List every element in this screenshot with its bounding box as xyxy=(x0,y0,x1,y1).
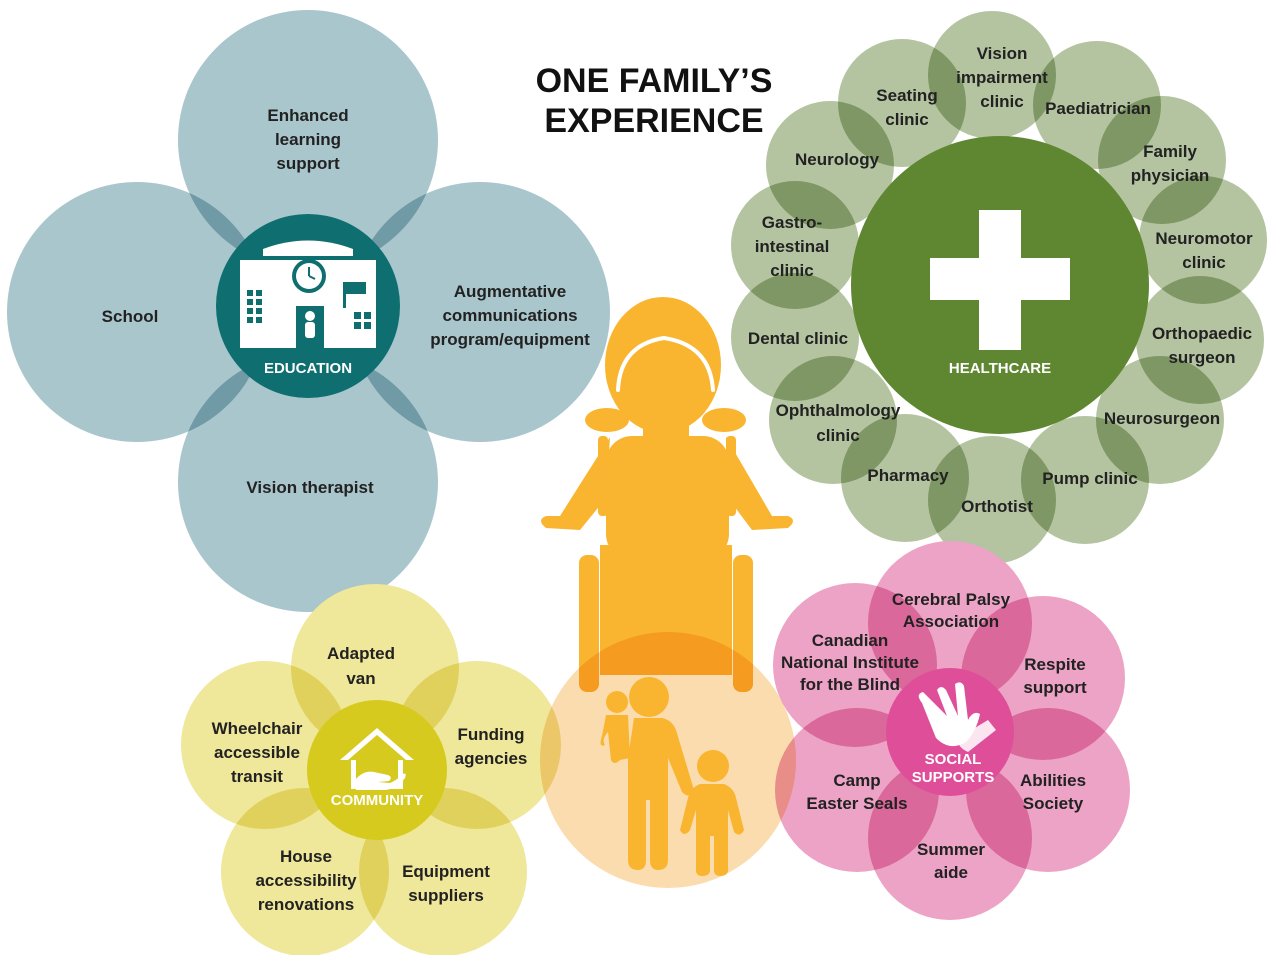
healthcare-petal-label-10: Dental clinic xyxy=(748,329,848,348)
house-hand-icon xyxy=(340,728,414,790)
school-building-icon xyxy=(240,240,376,348)
education-petal-label-3: School xyxy=(102,307,159,326)
education-petal-enhanced-learning xyxy=(178,10,438,270)
education-petal-augmentative xyxy=(350,182,610,442)
healthcare-petal-label-8: Pharmacy xyxy=(867,466,949,485)
community-petal-wheelchair-transit xyxy=(181,661,349,829)
healthcare-petal-neuromotor xyxy=(1139,176,1267,304)
healthcare-petal-label-1: Paediatrician xyxy=(1045,99,1151,118)
helping-hands-icon xyxy=(918,682,996,752)
healthcare-petal-seating xyxy=(838,39,966,167)
medical-cross-icon xyxy=(930,210,1070,350)
education-petal-school xyxy=(7,182,267,442)
education-petals xyxy=(7,10,610,612)
family-icon xyxy=(600,677,744,876)
healthcare-petal-label-6: Pump clinic xyxy=(1042,469,1137,488)
healthcare-petals xyxy=(731,11,1267,564)
healthcare-hub-label: HEALTHCARE xyxy=(949,360,1051,377)
healthcare-petal-label-7: Orthotist xyxy=(961,497,1033,516)
education-hub-label: EDUCATION xyxy=(264,360,352,377)
education-petal-label-2: Vision therapist xyxy=(246,478,374,497)
healthcare-petal-dental xyxy=(731,273,859,401)
education-petal-vision-therapist xyxy=(178,352,438,612)
community-hub-label: COMMUNITY xyxy=(331,792,424,809)
healthcare-petal-label-12: Neurology xyxy=(795,150,880,169)
healthcare-petal-label-5: Neurosurgeon xyxy=(1104,409,1220,428)
community-hub xyxy=(307,700,447,840)
